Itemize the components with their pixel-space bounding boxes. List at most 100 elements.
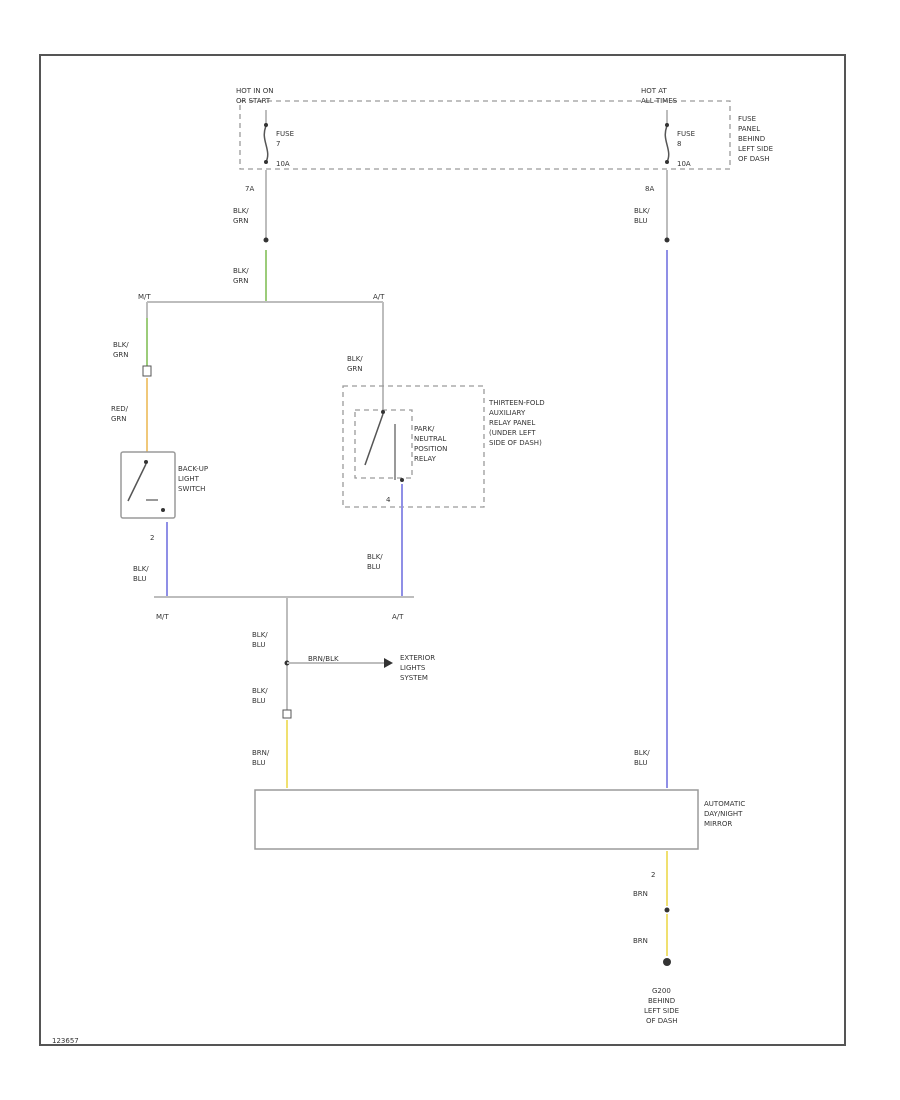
exterior-wire-label: BRN/BLK [308, 655, 339, 663]
right-wire-label-2: BLU [634, 217, 647, 225]
right-fuse-label-3: 10A [677, 160, 691, 168]
right-wire-label-3: BLK/ [634, 749, 650, 757]
at-wire-label-3: BLK/ [367, 553, 383, 561]
mt-connector-block [142, 365, 152, 377]
mt-bottom-label: M/T [156, 613, 169, 621]
backup-switch-pin: 2 [150, 534, 154, 542]
park-relay-label-4: RELAY [414, 455, 437, 463]
fuse-panel-note-2: PANEL [738, 125, 760, 133]
left-fuse-label-3: 10A [276, 160, 290, 168]
diagram-id: 123657 [52, 1037, 79, 1045]
at-top-label: A/T [373, 293, 385, 301]
mirror-ground-pin: 2 [651, 871, 655, 879]
right-fuse-label-2: 8 [677, 140, 681, 148]
at-bottom-label: A/T [392, 613, 404, 621]
left-fuse-label-2: 7 [276, 140, 280, 148]
center-wire-label-4: BLU [252, 697, 265, 705]
relay-panel-label-1: THIRTEEN-FOLD [488, 399, 545, 407]
ground-wire-label-1: BRN [633, 890, 648, 898]
park-relay-contact-bottom [400, 478, 404, 482]
mirror-label-3: MIRROR [704, 820, 732, 828]
backup-switch-body [120, 451, 176, 519]
right-wire-label-1: BLK/ [634, 207, 650, 215]
center-wire-label-6: BLU [252, 759, 265, 767]
ground-label-2: BEHIND [648, 997, 675, 1005]
left-wire-label-a1: BLK/ [233, 207, 249, 215]
left-wire-label-b2: GRN [233, 277, 249, 285]
left-source-label-2: OR START [236, 97, 271, 105]
at-wire-label-2: GRN [347, 365, 363, 373]
mt-wire-label-1: BLK/ [113, 341, 129, 349]
backup-switch-label-1: BACK-UP [178, 465, 208, 473]
relay-pin: 4 [386, 496, 391, 504]
park-relay-box [354, 409, 413, 479]
right-fuse-element [664, 125, 670, 163]
ground-label-1: G200 [652, 987, 671, 995]
fuse-panel-note-3: BEHIND [738, 135, 765, 143]
mt-top-label: M/T [138, 293, 151, 301]
exterior-label-2: LIGHTS [400, 664, 426, 672]
park-relay-label-3: POSITION [414, 445, 447, 453]
left-wire-label-a2: GRN [233, 217, 249, 225]
left-wire-label-b1: BLK/ [233, 267, 249, 275]
left-fuse-pin: 7A [245, 185, 254, 193]
relay-panel-label-5: SIDE OF DASH) [489, 439, 542, 447]
ground-label-3: LEFT SIDE [644, 1007, 679, 1015]
left-fuse-node-bottom [264, 160, 268, 164]
park-relay-label-2: NEUTRAL [414, 435, 446, 443]
left-fuse-element [263, 125, 269, 163]
ground-splice-node [664, 907, 670, 913]
ground-icon [663, 958, 671, 966]
at-wire-label-1: BLK/ [347, 355, 363, 363]
fuse-panel-note-5: OF DASH [738, 155, 770, 163]
right-fuse-pin: 8A [645, 185, 654, 193]
right-fuse-label-1: FUSE [677, 130, 695, 138]
center-wire-label-5: BRN/ [252, 749, 270, 757]
mt-wire-label-6: BLU [133, 575, 146, 583]
ground-wire-label-2: BRN [633, 937, 648, 945]
diagram-frame [39, 54, 846, 1046]
backup-switch-label-2: LIGHT [178, 475, 200, 483]
backup-switch-contact-top [144, 460, 148, 464]
at-wire-label-4: BLU [367, 563, 380, 571]
exterior-arrow-icon [384, 658, 393, 668]
center-wire-label-1: BLK/ [252, 631, 268, 639]
mt-wire-label-4: GRN [111, 415, 127, 423]
relay-panel-label-2: AUXILIARY [489, 409, 526, 417]
fuse-panel-note-4: LEFT SIDE [738, 145, 773, 153]
mt-wire-label-2: GRN [113, 351, 129, 359]
relay-panel-box [342, 385, 485, 508]
park-relay-contact-top [381, 410, 385, 414]
fuse-panel-note-1: FUSE [738, 115, 756, 123]
park-relay-blade [364, 413, 384, 466]
right-wire-label-4: BLU [634, 759, 647, 767]
park-relay-label-1: PARK/ [414, 425, 435, 433]
right-fuse-node-top [665, 123, 669, 127]
exterior-label-3: SYSTEM [400, 674, 428, 682]
right-connector-node [664, 237, 670, 243]
center-connector-block [282, 709, 292, 719]
mirror-body [254, 789, 699, 850]
right-source-label-1: HOT AT [641, 87, 668, 95]
left-connector-node [263, 237, 269, 243]
relay-panel-label-4: (UNDER LEFT [489, 429, 536, 437]
left-fuse-label-1: FUSE [276, 130, 294, 138]
mt-wire-label-3: RED/ [111, 405, 129, 413]
center-wire-label-3: BLK/ [252, 687, 268, 695]
center-wire-label-2: BLU [252, 641, 265, 649]
backup-switch-blade [127, 463, 147, 502]
fuse-panel-box [239, 100, 731, 170]
left-source-label-1: HOT IN ON [236, 87, 274, 95]
right-fuse-node-bottom [665, 160, 669, 164]
mirror-label-2: DAY/NIGHT [704, 810, 743, 818]
left-fuse-node-top [264, 123, 268, 127]
right-source-label-2: ALL TIMES [641, 97, 678, 105]
mirror-label-1: AUTOMATIC [704, 800, 745, 808]
backup-switch-contact-bottom [161, 508, 165, 512]
exterior-label-1: EXTERIOR [400, 654, 435, 662]
relay-panel-label-3: RELAY PANEL [489, 419, 535, 427]
ground-label-4: OF DASH [646, 1017, 678, 1025]
mt-wire-label-5: BLK/ [133, 565, 149, 573]
backup-switch-label-3: SWITCH [178, 485, 205, 493]
